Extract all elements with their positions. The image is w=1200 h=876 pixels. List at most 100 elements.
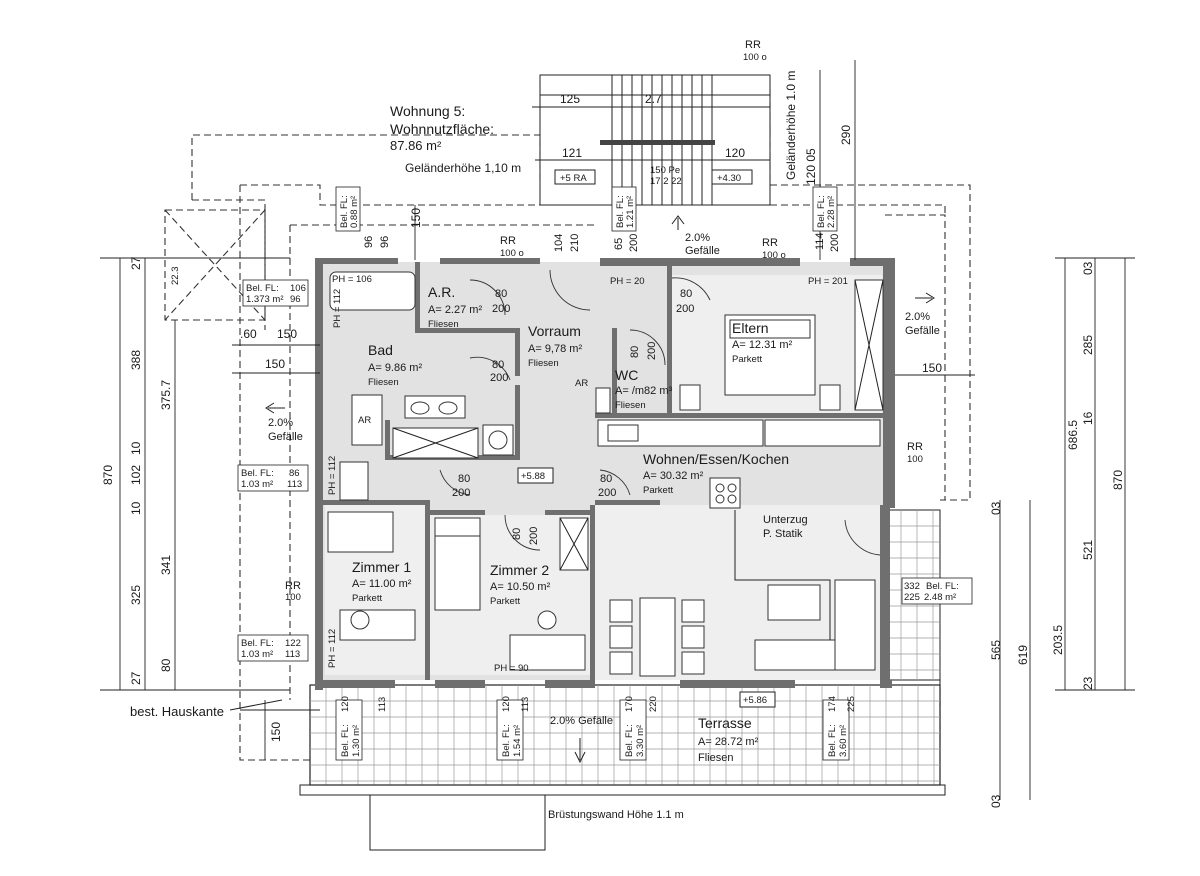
bel-fl-area: 1.54 m²: [512, 725, 523, 757]
dim-left-10b: 10: [129, 501, 143, 515]
dim-left-80: 80: [159, 658, 173, 672]
top-slope-pct: 2.0%: [685, 232, 710, 244]
ph-106: PH = 106: [332, 274, 372, 285]
right-slope-pct: 2.0%: [905, 311, 930, 323]
bel-fl-box: Bel. FL: 120 1.30 m² 113: [335, 696, 388, 761]
room-wc-name: WC: [615, 367, 638, 383]
left-slope-word: Gefälle: [268, 431, 303, 443]
bel-fl-area: 2.28 m²: [826, 196, 837, 228]
door-d3-w: 80: [629, 346, 641, 358]
level-588: +5.88: [521, 471, 545, 482]
dim-left-325: 325: [129, 585, 143, 605]
ph-112-a: PH = 112: [332, 289, 343, 328]
dim-top-150: 150: [409, 208, 423, 228]
bel-fl-boxes: Bel. FL: 106 1.373 m² 96 Bel. FL: 86 1.0…: [237, 279, 973, 662]
dim-right-03b: 03: [989, 501, 1003, 515]
dim-top-120-05: 120 05: [804, 148, 818, 185]
door-d4-h: 200: [676, 303, 694, 315]
room-wohnen-floor: Parkett: [643, 485, 673, 496]
door-swings: [439, 269, 881, 556]
bel-fl-box: Bel. FL: 174 3.60 m² 225: [822, 696, 857, 761]
bel-fl-box: Bel. FL: 122 1.03 m² 113: [237, 634, 309, 662]
railing-height: Geländerhöhe 1,10 m: [405, 161, 521, 175]
dim-left-3757: 375.7: [159, 380, 173, 410]
unit-area-value: 87.86 m²: [390, 138, 442, 153]
bel-fl-area: 1.03 m²: [241, 479, 273, 490]
dim-right-2035: 203.5: [1051, 625, 1065, 655]
bel-fl-box: Bel. FL: 120 1.54 m² 113: [496, 696, 531, 761]
rr-mid-left: RR: [500, 235, 516, 247]
bel-fl-area: 1.373 m²: [246, 294, 284, 305]
unit-area-label: Wohnnutzfläche:: [390, 121, 494, 137]
dimension-lines: [100, 60, 1135, 800]
bel-fl-area: 1.30 m²: [351, 725, 362, 757]
room-vorraum-name: Vorraum: [528, 323, 581, 339]
dim-left-150c: 150: [269, 722, 283, 742]
dim-right-285: 285: [1081, 335, 1095, 355]
room-zimmer2-floor: Parkett: [490, 596, 520, 607]
unterzug-label: Unterzug: [763, 514, 808, 526]
bel-fl-box: Bel. FL: 2.28 m²: [812, 186, 838, 232]
bel-fl-area: 1.21 m²: [625, 196, 636, 228]
dimension-labels: 125 2.7 121 120 150 290 120 05 870 388 3…: [101, 92, 1125, 808]
dim-top-125: 125: [560, 92, 580, 106]
dim-top-121: 121: [562, 146, 582, 160]
door-d1-h: 200: [492, 303, 510, 315]
bel-fl-h: 113: [285, 649, 300, 660]
dim-left-870: 870: [101, 465, 115, 485]
ar-small-2: AR: [575, 378, 588, 389]
w-96-b: 96: [379, 236, 391, 248]
bel-fl-h: 220: [648, 696, 659, 712]
room-eltern-floor: Parkett: [732, 354, 762, 365]
w-200-b: 200: [829, 234, 841, 252]
rr-left-val: 100: [285, 592, 301, 603]
ph-201: PH = 201: [808, 276, 848, 287]
dim-right-6865: 686.5: [1066, 420, 1080, 450]
dim-right-619: 619: [1016, 645, 1030, 665]
unterzug-sub: P. Statik: [763, 528, 803, 540]
bel-fl-w: 106: [290, 283, 306, 294]
door-d2-h: 200: [490, 372, 508, 384]
bel-fl-box: Bel. FL: 86 1.03 m² 113: [237, 464, 309, 492]
bel-fl-h: 225: [904, 592, 920, 603]
bel-fl-area: 3.60 m²: [838, 725, 849, 757]
bel-fl-w: 174: [827, 696, 838, 712]
slope-arrows: [265, 215, 935, 764]
room-zimmer2-area: A= 10.50 m²: [490, 581, 551, 593]
door-d3-h: 200: [646, 342, 658, 360]
unit-number: Wohnung 5:: [390, 103, 465, 119]
bel-fl-area: 3.30 m²: [635, 725, 646, 757]
bel-fl-h: 225: [846, 696, 857, 712]
stair-label-2: 17.2 22: [650, 176, 682, 187]
bruestung-label: Brüstungswand Höhe 1.1 m: [548, 809, 684, 821]
rr-right: RR: [907, 441, 923, 453]
bel-fl-area: 2.48 m²: [924, 592, 956, 603]
door-d6-h: 200: [598, 487, 616, 499]
room-wohnen-name: Wohnen/Essen/Kochen: [643, 451, 789, 467]
dim-right-23: 23: [1081, 676, 1095, 690]
door-d5-h: 200: [452, 487, 470, 499]
room-vorraum-area: A= 9,78 m²: [528, 343, 582, 355]
dim-top-120: 120: [725, 146, 745, 160]
room-bad-floor: Fliesen: [368, 377, 399, 388]
bel-fl-label: Bel. FL:: [241, 468, 274, 479]
w-114: 114: [814, 232, 826, 250]
bel-fl-w: 120: [501, 696, 512, 712]
dim-right-16: 16: [1081, 411, 1095, 425]
dim-right-870: 870: [1111, 470, 1125, 490]
door-d5-w: 80: [458, 473, 470, 485]
bel-fl-w: 170: [624, 696, 635, 712]
room-wc-area: A= /m82 m³: [615, 385, 672, 397]
furniture: [327, 271, 884, 677]
room-eltern-name: Eltern: [732, 320, 769, 336]
dim-right-565: 565: [989, 640, 1003, 660]
bel-fl-label: Bel. FL:: [624, 724, 635, 757]
w-200: 200: [628, 234, 640, 252]
dim-left-10a: 10: [129, 441, 143, 455]
room-wc-floor: Fliesen: [615, 400, 646, 411]
rr-right-val: 100: [907, 454, 923, 465]
dim-left-341: 341: [159, 555, 173, 575]
room-terrasse-floor: Fliesen: [698, 752, 733, 764]
unit-header: Wohnung 5: Wohnnutzfläche: 87.86 m² Gelä…: [390, 71, 798, 180]
room-wohnen-area: A= 30.32 m²: [643, 470, 704, 482]
